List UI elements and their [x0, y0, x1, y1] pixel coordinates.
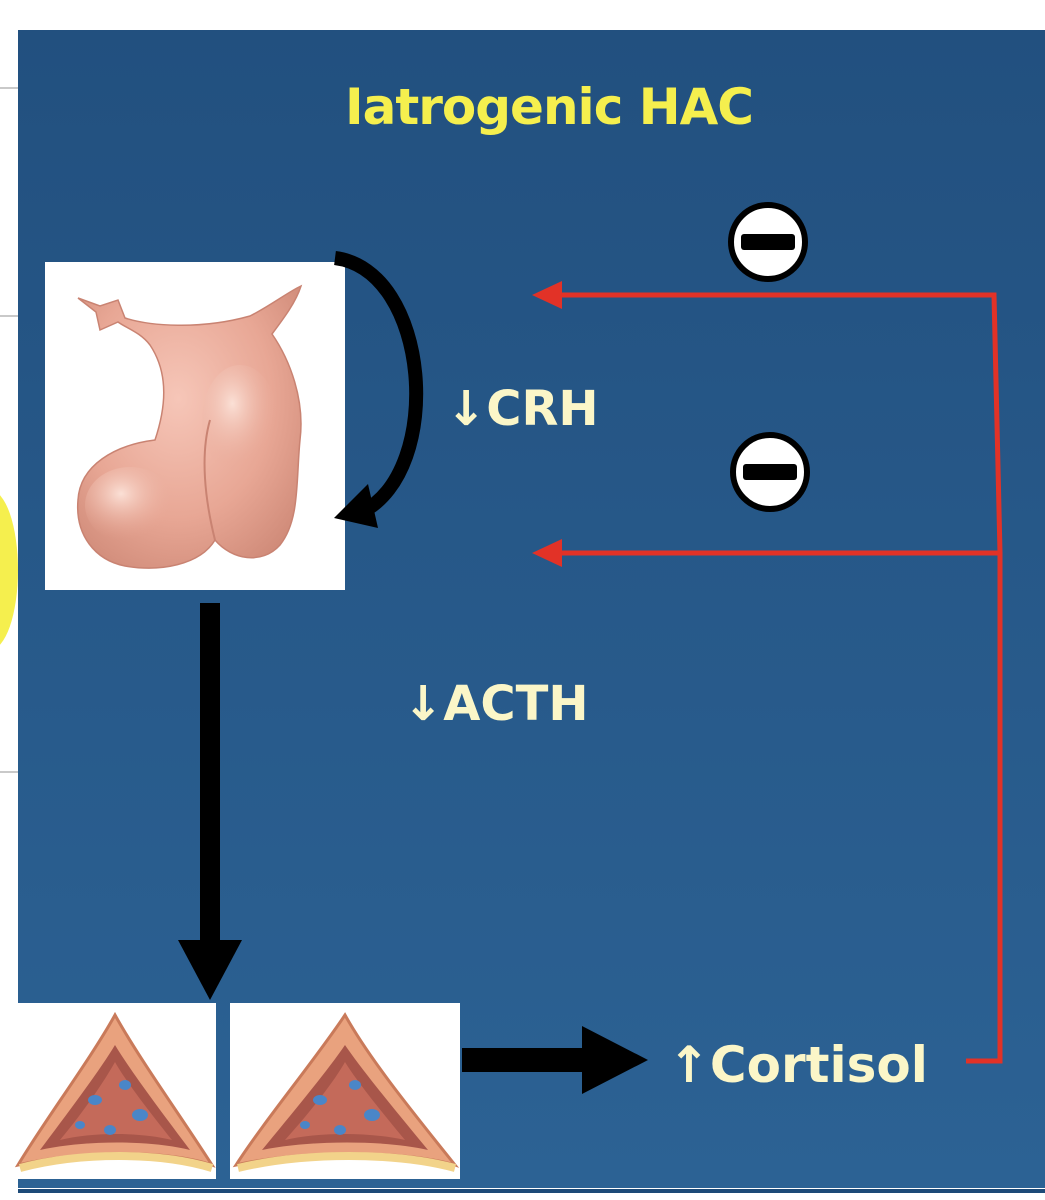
- adrenal-gland-image-left: [14, 1003, 216, 1179]
- crh-curved-arrow: [333, 251, 424, 528]
- crh-label: ↓CRH: [446, 381, 599, 437]
- pituitary-gland-image: [45, 262, 345, 590]
- acth-down-arrow: [178, 603, 242, 1000]
- negative-feedback-arrows: [532, 281, 1003, 1064]
- acth-label: ↓ACTH: [403, 676, 589, 732]
- negative-feedback-sign-top: [728, 202, 808, 282]
- cortisol-output-arrow: [462, 1026, 648, 1094]
- negative-feedback-sign-bottom: [730, 432, 810, 512]
- diagram-title: Iatrogenic HAC: [345, 78, 754, 136]
- cortisol-label: ↑Cortisol: [668, 1036, 928, 1094]
- adrenal-gland-image-right: [230, 1003, 460, 1179]
- yellow-highlight: [0, 495, 18, 645]
- slide-panel: [18, 30, 1045, 1188]
